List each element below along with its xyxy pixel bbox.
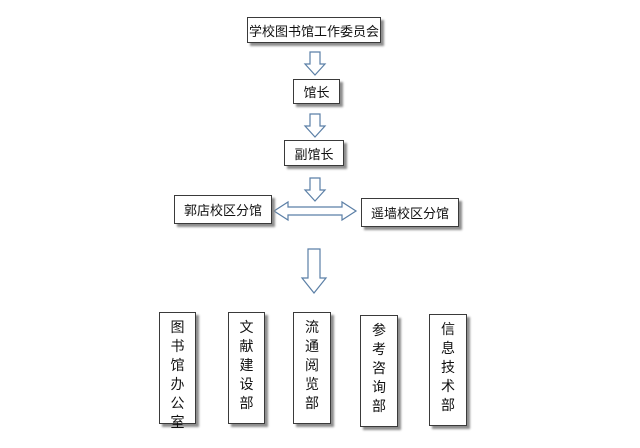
char: 信 [441,322,455,338]
char: 询 [372,380,386,396]
department-box-it-department: 信 息 技 术 部 [429,314,467,426]
char: 书 [170,339,185,355]
arrow-down-3 [303,177,327,202]
char: 流 [305,320,319,336]
guodian-branch-label: 郭店校区分馆 [183,204,262,219]
guodian-branch-box: 郭店校区分馆 [174,195,272,224]
char: 献 [239,339,254,355]
char: 息 [441,341,455,357]
char: 公 [170,396,185,412]
char: 术 [441,379,455,395]
char: 文 [239,320,254,336]
char: 咨 [372,361,386,377]
director-label: 馆长 [303,86,330,101]
department-box-circulation-reading: 流 通 阅 览 部 [293,312,331,424]
deputy-director-box: 副馆长 [284,140,344,166]
committee-label: 学校图书馆工作委员会 [248,24,379,40]
department-box-reference-consulting: 参 考 咨 询 部 [360,315,398,427]
char: 办 [170,377,185,393]
double-arrow-horizontal [272,200,358,222]
char: 通 [305,339,319,355]
char: 览 [305,377,319,393]
char: 部 [305,396,319,412]
yaoqiang-branch-box: 遥墙校区分馆 [361,198,459,227]
char: 技 [441,360,455,376]
deputy-director-label: 副馆长 [294,147,334,163]
char: 阅 [305,358,319,374]
char: 设 [239,377,254,393]
char: 部 [441,398,455,414]
char: 考 [372,342,386,358]
arrow-down-2 [303,113,327,138]
yaoqiang-branch-label: 遥墙校区分馆 [370,207,449,222]
char: 部 [372,399,386,415]
char: 馆 [170,358,185,374]
committee-box: 学校图书馆工作委员会 [247,17,381,43]
char: 室 [170,415,185,431]
char: 图 [170,320,185,336]
department-box-literature-construction: 文 献 建 设 部 [228,312,265,424]
department-box-library-office: 图 书 馆 办 公 室 [159,312,196,431]
char: 参 [372,323,386,339]
arrow-down-4 [300,248,328,294]
arrow-down-1 [303,51,327,76]
char: 部 [239,396,254,412]
char: 建 [239,358,254,374]
director-box: 馆长 [293,79,340,104]
